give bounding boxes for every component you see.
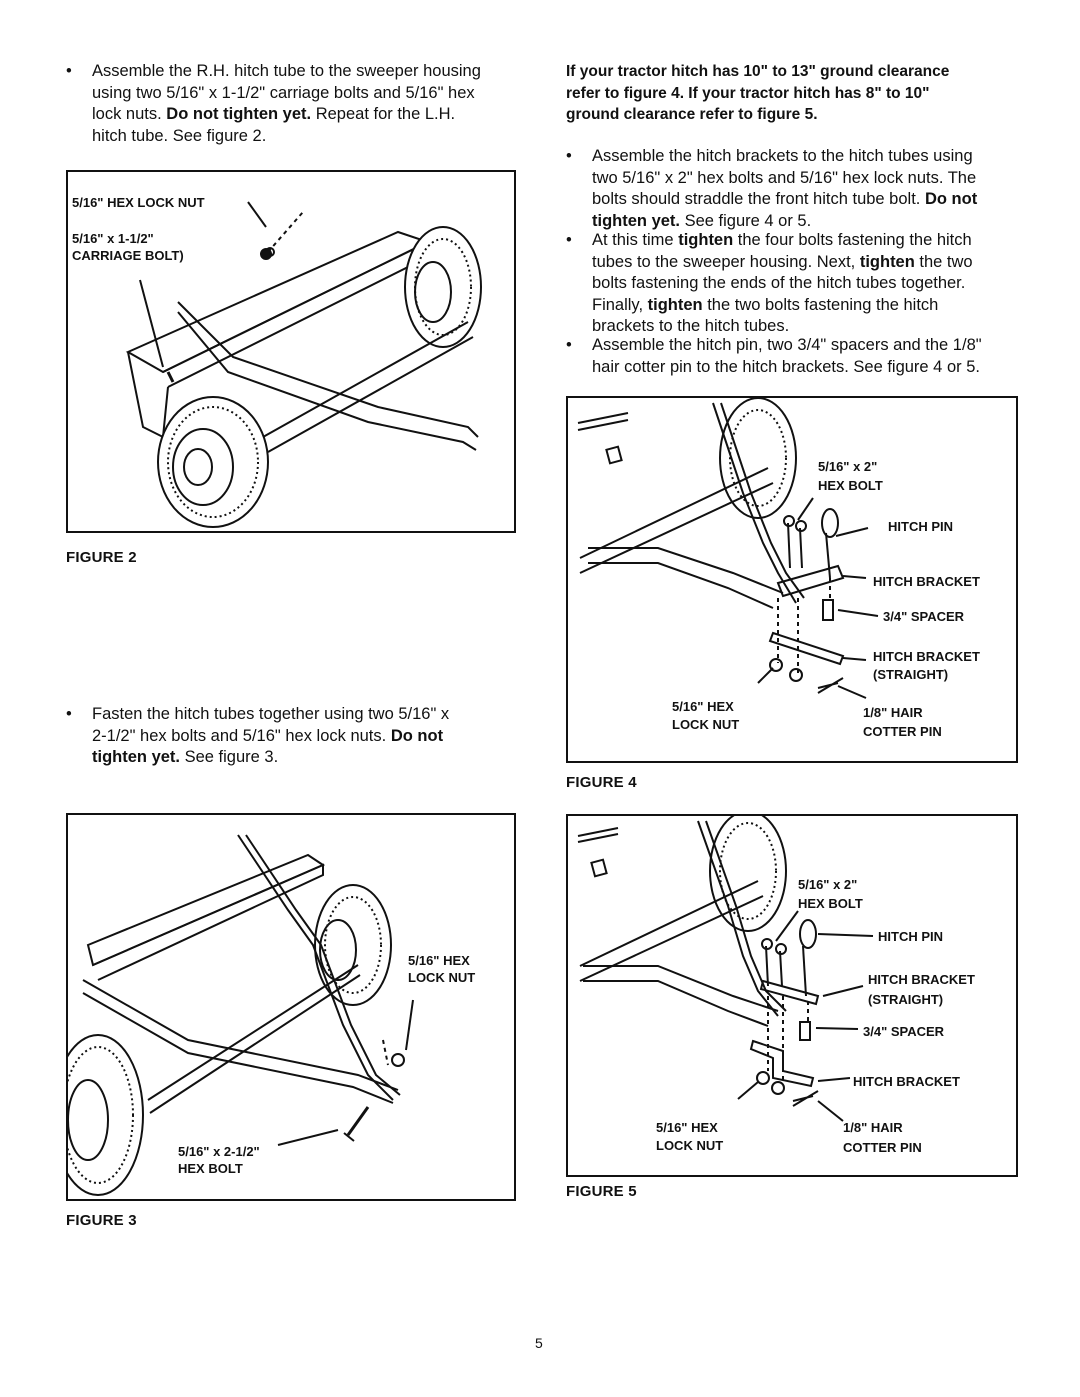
label-lock-nut: LOCK NUT — [672, 717, 740, 732]
label-spacer: 3/4" SPACER — [883, 609, 965, 624]
label-spacer: 3/4" SPACER — [863, 1024, 945, 1039]
label-hex-bolt-size: 5/16" x 2-1/2" — [178, 1144, 260, 1159]
label-hex-lock-nut: 5/16" HEX LOCK NUT — [72, 195, 205, 210]
label-hitch-pin: HITCH PIN — [888, 519, 953, 534]
ground-clearance-instructions: If your tractor hitch has 10" to 13" gro… — [566, 63, 950, 123]
label-hitch-bracket: HITCH BRACKET — [853, 1074, 960, 1089]
instruction-bullet-tighten-bolts: • At this time tighten the four bolts fa… — [566, 231, 973, 335]
instruction-bullet-assemble-hitch-pin: • Assemble the hitch pin, two 3/4" space… — [566, 336, 982, 376]
label-hitch-bracket-straight: HITCH BRACKET — [873, 649, 980, 664]
label-hitch-bracket: HITCH BRACKET — [873, 574, 980, 589]
label-hex-bolt-size: 5/16" x 2" — [818, 459, 878, 474]
label-straight: (STRAIGHT) — [868, 992, 944, 1007]
bullet-marker: • — [566, 336, 572, 354]
label-hex-lock-nut: 5/16" HEX — [672, 699, 734, 714]
page-number: 5 — [535, 1335, 543, 1351]
label-hex-bolt: HEX BOLT — [178, 1161, 243, 1176]
label-carriage-bolt: CARRIAGE BOLT) — [72, 248, 184, 263]
bullet-marker: • — [566, 231, 572, 249]
instruction-bullet-fasten-hitch-tubes: • Fasten the hitch tubes together using … — [66, 705, 450, 766]
label-hex-bolt: HEX BOLT — [818, 478, 883, 493]
label-hex-bolt-size: 5/16" x 2" — [798, 877, 858, 892]
figure-4-diagram: 5/16" x 2" HEX BOLT HITCH PIN HITCH BRAC… — [566, 396, 1018, 763]
instruction-bullet-assemble-rh-tube: • Assemble the R.H. hitch tube to the sw… — [66, 62, 481, 145]
label-hair-cotter-pin: 1/8" HAIR — [843, 1120, 903, 1135]
figure-5-caption: FIGURE 5 — [566, 1183, 637, 1200]
bullet-marker: • — [566, 147, 572, 165]
bullet-marker: • — [66, 62, 72, 80]
label-hitch-pin: HITCH PIN — [878, 929, 943, 944]
figure-2-illustration — [125, 201, 482, 528]
label-hex-bolt: HEX BOLT — [798, 896, 863, 911]
label-lock-nut: LOCK NUT — [656, 1138, 724, 1153]
label-straight: (STRAIGHT) — [873, 667, 949, 682]
figure-5-illustration — [577, 816, 874, 1122]
figure-2-caption: FIGURE 2 — [66, 549, 137, 566]
figure-3-caption: FIGURE 3 — [66, 1212, 137, 1229]
figure-5-diagram: 5/16" x 2" HEX BOLT HITCH PIN HITCH BRAC… — [566, 814, 1018, 1177]
figure-2-diagram: 5/16" HEX LOCK NUT 5/16" x 1-1/2" CARRIA… — [66, 170, 516, 533]
figure-3-illustration — [68, 834, 414, 1196]
label-hair-cotter-pin: 1/8" HAIR — [863, 705, 923, 720]
bullet-marker: • — [66, 705, 72, 723]
label-carriage-bolt-size: 5/16" x 1-1/2" — [72, 231, 154, 246]
label-cotter-pin: COTTER PIN — [843, 1140, 922, 1155]
figure-3-diagram: 5/16" HEX LOCK NUT 5/16" x 2-1/2" HEX BO… — [66, 813, 516, 1201]
label-cotter-pin: COTTER PIN — [863, 724, 942, 739]
label-hitch-bracket-straight: HITCH BRACKET — [868, 972, 975, 987]
label-lock-nut: LOCK NUT — [408, 970, 476, 985]
figure-4-caption: FIGURE 4 — [566, 774, 637, 791]
figure-4-illustration — [577, 398, 879, 699]
label-hex-lock-nut: 5/16" HEX — [408, 953, 470, 968]
instruction-bullet-assemble-brackets: • Assemble the hitch brackets to the hit… — [566, 147, 978, 230]
label-hex-lock-nut: 5/16" HEX — [656, 1120, 718, 1135]
